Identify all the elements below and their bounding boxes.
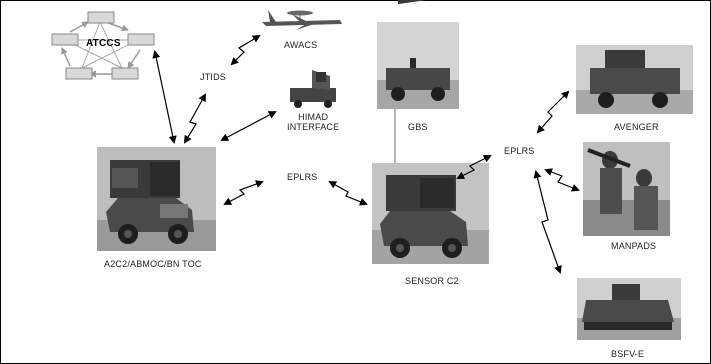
- link-eplrs-bsfv: [533, 170, 562, 274]
- avenger-vehicle-photo: [576, 45, 693, 114]
- link-eplrs-avenger: [536, 90, 570, 134]
- himad-interface-icon: [290, 70, 336, 108]
- jtids-label: JTIDS: [200, 72, 227, 82]
- awacs-label: AWACS: [284, 40, 318, 50]
- link-atccs-a2c2: [152, 50, 177, 144]
- atccs-node-box: [111, 67, 139, 80]
- a2c2-label: A2C2/ABMOC/BN TOC: [104, 259, 202, 269]
- atccs-node-box: [87, 11, 115, 24]
- eplrs-right-label: EPLRS: [504, 146, 535, 156]
- bsfv-e-label: BSFV-E: [611, 349, 645, 359]
- gbs-label: GBS: [408, 122, 428, 132]
- atccs-node-box: [65, 67, 93, 80]
- manpads-label: MANPADS: [611, 241, 657, 251]
- link-eplrs-manpads: [544, 168, 580, 192]
- gbs-vehicle-photo: [377, 0, 459, 109]
- eplrs-left-label: EPLRS: [287, 172, 318, 182]
- link-a2c2-jtids: [183, 93, 206, 144]
- link-eplrs-sensor: [328, 181, 368, 206]
- sensor-c2-label: SENSOR C2: [405, 276, 459, 286]
- a2c2-vehicle-photo: [97, 147, 216, 251]
- atccs-title: ATCCS: [86, 38, 121, 49]
- atccs-node-box: [127, 33, 155, 46]
- link-a2c2-himad: [220, 111, 277, 141]
- avenger-label: AVENGER: [614, 122, 659, 132]
- link-a2c2-eplrs: [223, 180, 264, 205]
- awacs-aircraft-icon: [262, 10, 342, 30]
- atccs-cluster: [51, 11, 155, 80]
- link-sensor-eplrs-right: [456, 155, 492, 179]
- himad-interface-label: HIMAD INTERFACE: [287, 112, 340, 132]
- atccs-node-box: [51, 33, 79, 46]
- bsfv-e-vehicle-photo: [577, 278, 681, 340]
- link-jtids-awacs: [230, 34, 261, 66]
- manpads-soldiers-photo: [583, 142, 670, 236]
- sensor-c2-vehicle-photo: [372, 163, 489, 264]
